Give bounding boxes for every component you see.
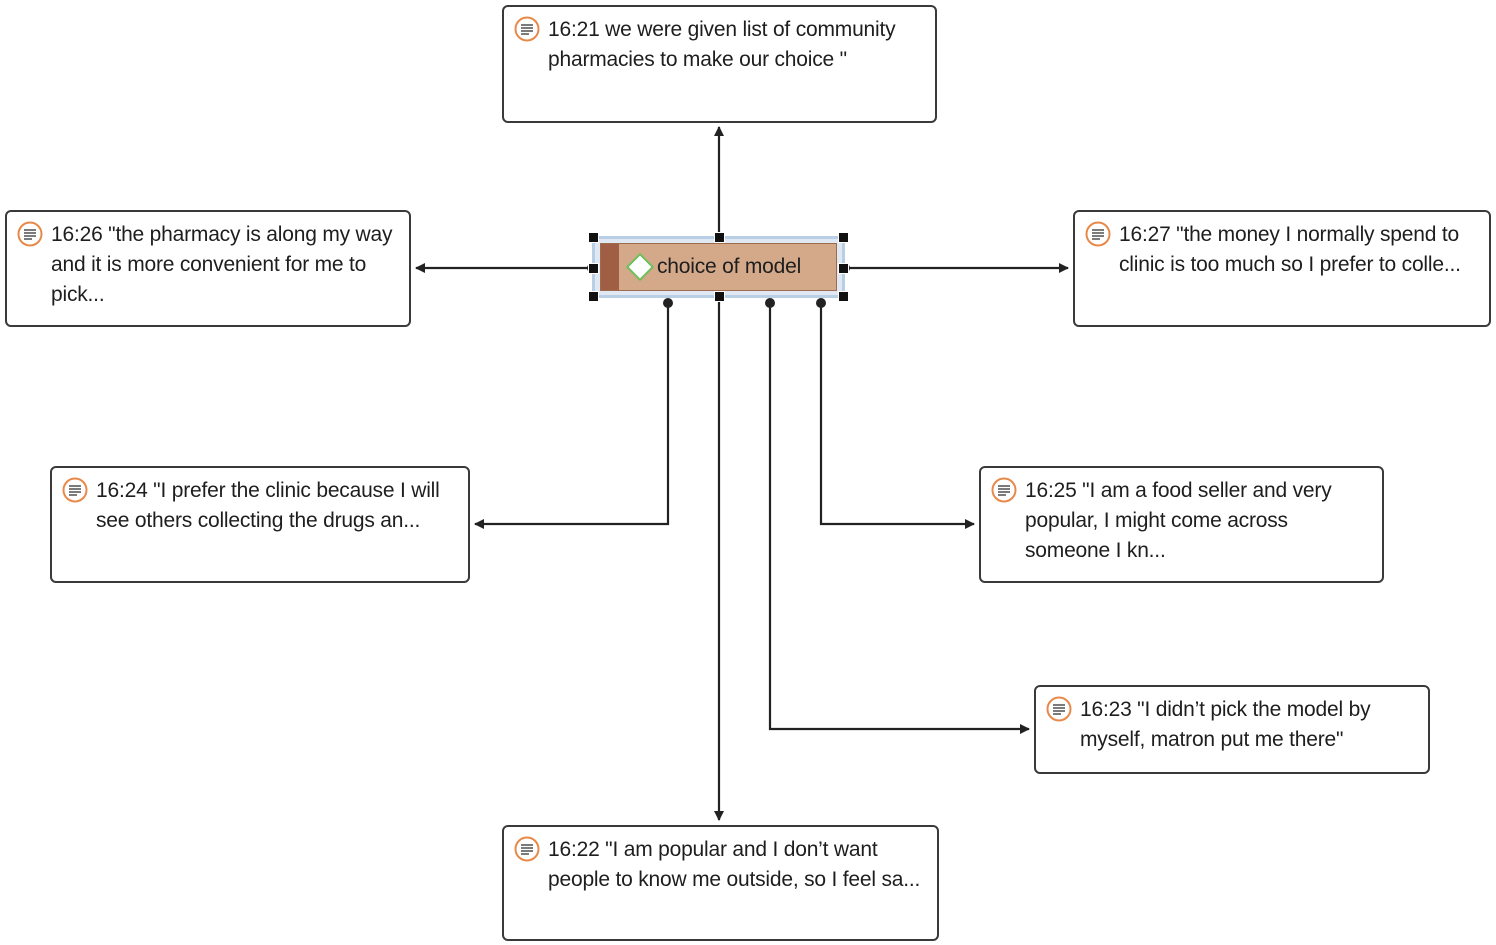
code-label: choice of model [657, 255, 802, 278]
connector-anchor-dot [765, 298, 775, 308]
quotation-node[interactable]: 16:21 we were given list of community ph… [502, 5, 937, 123]
resize-handle-bottom-left[interactable] [588, 291, 599, 302]
quotation-icon [17, 221, 43, 247]
quotation-text: 16:22 "I am popular and I don’t want peo… [548, 838, 921, 891]
quotation-text: 16:25 "I am a food seller and very popul… [1025, 479, 1332, 562]
quotation-icon [514, 836, 540, 862]
connector-to-quote-4[interactable] [474, 303, 670, 529]
quotation-node[interactable]: 16:26 "the pharmacy is along my way and … [5, 210, 411, 327]
quotation-text: 16:23 "I didn’t pick the model by myself… [1080, 698, 1371, 751]
resize-handle-left[interactable] [588, 263, 599, 274]
connector-anchor-dot [663, 298, 673, 308]
quotation-icon [1085, 221, 1111, 247]
quotation-icon [991, 477, 1017, 503]
resize-handle-top[interactable] [714, 232, 725, 243]
quotation-icon [62, 477, 88, 503]
quotation-icon [1046, 696, 1072, 722]
connector-anchor-dot [816, 298, 826, 308]
resize-handle-top-left[interactable] [588, 232, 599, 243]
code-color-stripe [601, 244, 619, 290]
diamond-code-icon [625, 252, 655, 282]
quotation-text: 16:26 "the pharmacy is along my way and … [51, 223, 393, 306]
quotation-text: 16:21 we were given list of community ph… [548, 18, 896, 71]
quotation-node[interactable]: 16:23 "I didn’t pick the model by myself… [1034, 685, 1430, 774]
quotation-text: 16:24 "I prefer the clinic because I wil… [96, 479, 440, 532]
resize-handle-top-right[interactable] [838, 232, 849, 243]
quotation-node[interactable]: 16:25 "I am a food seller and very popul… [979, 466, 1384, 583]
quotation-node[interactable]: 16:22 "I am popular and I don’t want peo… [502, 825, 939, 941]
code-node-choice-of-model[interactable]: choice of model [588, 232, 849, 302]
quotation-text: 16:27 "the money I normally spend to cli… [1119, 223, 1461, 276]
resize-handle-right[interactable] [838, 263, 849, 274]
resize-handle-bottom[interactable] [714, 291, 725, 302]
quotation-node[interactable]: 16:27 "the money I normally spend to cli… [1073, 210, 1491, 327]
quotation-node[interactable]: 16:24 "I prefer the clinic because I wil… [50, 466, 470, 583]
connector-to-quote-6[interactable] [768, 303, 1030, 734]
quotation-icon [514, 16, 540, 42]
resize-handle-bottom-right[interactable] [838, 291, 849, 302]
connector-to-quote-5[interactable] [819, 303, 975, 529]
code-body: choice of model [600, 243, 837, 291]
